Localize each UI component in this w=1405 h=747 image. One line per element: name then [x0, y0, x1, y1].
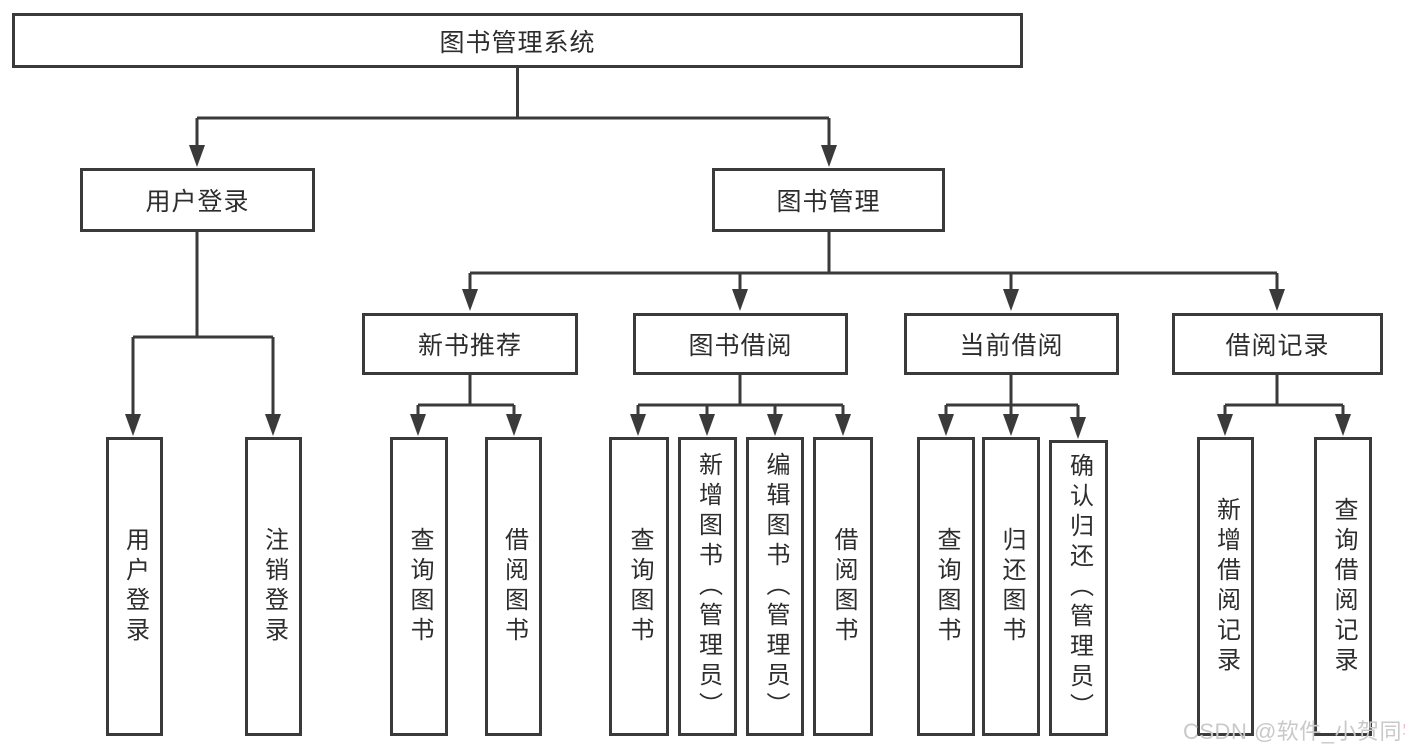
- leaf-add-book-admin: 新增图书（管理员）: [678, 437, 737, 736]
- arrowhead-icon: [410, 414, 426, 436]
- arrowhead-icon: [1003, 289, 1019, 311]
- arrowhead-icon: [821, 145, 837, 167]
- leaf-add-borrow-record: 新增借阅记录: [1197, 437, 1254, 736]
- csdn-watermark-text: CSDN @软件_小贺同: [1183, 719, 1403, 744]
- leaf-return-book: 归还图书: [982, 437, 1040, 736]
- connector-path: [195, 68, 831, 147]
- leaf-confirm-return-admin: 确认归还（管理员）: [1049, 440, 1108, 736]
- node-book-borrow-label: 图书借阅: [688, 332, 793, 360]
- node-root-label: 图书管理系统: [439, 28, 596, 57]
- leaf-query-book-recommend: 查询图书: [390, 437, 448, 736]
- connector-path: [131, 232, 275, 416]
- arrowhead-icon: [1335, 414, 1351, 436]
- node-user-login: 用户登录: [80, 168, 315, 232]
- leaf-query-borrow-record: 查询借阅记录: [1314, 437, 1372, 736]
- leaf-query-book-current-label: 查询图书: [933, 526, 960, 647]
- leaf-return-book-label: 归还图书: [998, 526, 1025, 647]
- leaf-borrow-book: 借阅图书: [813, 437, 873, 736]
- leaf-borrow-book-label: 借阅图书: [830, 526, 857, 647]
- arrowhead-icon: [189, 145, 205, 167]
- connector-path: [416, 375, 516, 416]
- node-user-login-label: 用户登录: [145, 188, 250, 216]
- arrowhead-icon: [1217, 414, 1233, 436]
- leaf-user-login-label: 用户登录: [121, 526, 149, 647]
- arrowhead-icon: [462, 289, 478, 311]
- node-current-borrow-label: 当前借阅: [959, 332, 1064, 360]
- node-root: 图书管理系统: [12, 13, 1023, 68]
- node-borrow-record-label: 借阅记录: [1225, 332, 1330, 360]
- arrowhead-icon: [732, 289, 748, 311]
- arrowhead-icon: [1070, 417, 1086, 439]
- arrowhead-icon: [506, 414, 522, 436]
- node-book-management-label: 图书管理: [776, 188, 881, 216]
- leaf-add-book-admin-label: 新增图书（管理员）: [694, 451, 722, 722]
- leaf-add-borrow-record-label: 新增借阅记录: [1212, 496, 1240, 677]
- arrowhead-icon: [1269, 289, 1285, 311]
- leaf-query-book-recommend-label: 查询图书: [406, 526, 433, 647]
- node-new-book-recommend: 新书推荐: [362, 313, 578, 375]
- arrowhead-icon: [767, 414, 783, 436]
- connector-path: [636, 375, 845, 416]
- arrowhead-icon: [835, 414, 851, 436]
- arrowhead-icon: [630, 414, 646, 436]
- leaf-logout-label: 注销登录: [260, 526, 288, 647]
- leaf-confirm-return-admin-label: 确认归还（管理员）: [1065, 453, 1093, 723]
- leaf-edit-book-admin-label: 编辑图书（管理员）: [762, 451, 789, 722]
- leaf-borrow-book-recommend-label: 借阅图书: [500, 526, 528, 647]
- connector-path: [944, 375, 1080, 419]
- leaf-logout: 注销登录: [245, 437, 302, 736]
- leaf-edit-book-admin: 编辑图书（管理员）: [746, 437, 804, 736]
- node-book-management: 图书管理: [712, 168, 945, 232]
- leaf-borrow-book-recommend: 借阅图书: [485, 437, 542, 736]
- arrowhead-icon: [938, 414, 954, 436]
- node-book-borrow: 图书借阅: [633, 313, 848, 375]
- leaf-query-borrow-record-label: 查询借阅记录: [1330, 496, 1357, 677]
- connector-path: [468, 232, 1279, 291]
- node-current-borrow: 当前借阅: [904, 313, 1119, 375]
- node-borrow-record: 借阅记录: [1172, 313, 1383, 375]
- arrowhead-icon: [125, 414, 141, 436]
- leaf-query-book-borrow-label: 查询图书: [626, 526, 653, 647]
- leaf-query-book-current: 查询图书: [917, 437, 975, 736]
- connector-path: [1223, 375, 1345, 416]
- leaf-query-book-borrow: 查询图书: [609, 437, 669, 736]
- csdn-watermark-text-end: 学: [1402, 719, 1405, 744]
- arrowhead-icon: [699, 414, 715, 436]
- arrowhead-icon: [1003, 414, 1019, 436]
- leaf-user-login: 用户登录: [106, 437, 163, 736]
- node-new-book-recommend-label: 新书推荐: [417, 332, 522, 360]
- arrowhead-icon: [265, 414, 281, 436]
- csdn-watermark: CSDN @软件_小贺同学: [1183, 714, 1405, 746]
